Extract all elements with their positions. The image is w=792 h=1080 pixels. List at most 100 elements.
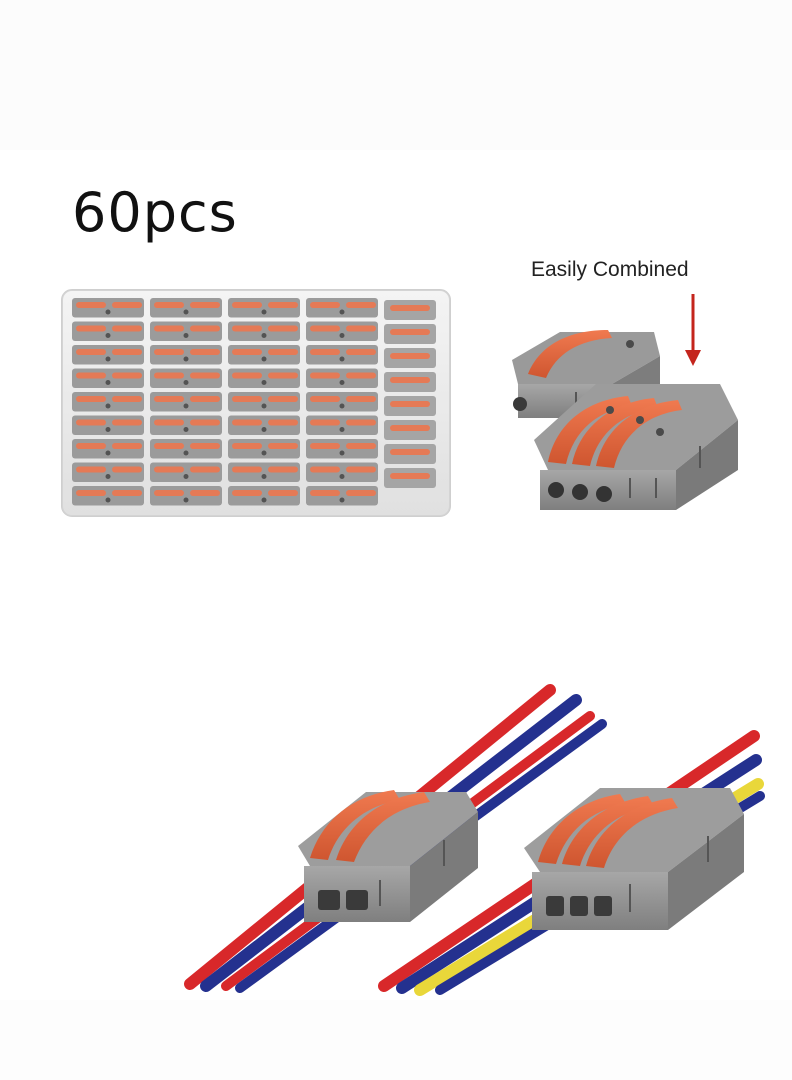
boxed-connector-lever bbox=[112, 325, 142, 332]
boxed-connector-lever bbox=[154, 466, 184, 473]
boxed-connector-lever bbox=[112, 349, 142, 355]
boxed-connector-lever bbox=[390, 329, 430, 335]
boxed-connector-lever bbox=[310, 396, 340, 402]
boxed-connector-lever bbox=[232, 443, 262, 449]
quantity-label: 60pcs bbox=[72, 181, 238, 244]
boxed-connector-hole bbox=[183, 356, 189, 362]
boxed-connector-lever bbox=[112, 443, 142, 449]
connector-grid bbox=[72, 298, 436, 506]
boxed-connector-lever bbox=[310, 419, 340, 426]
boxed-connector-lever bbox=[154, 490, 184, 496]
boxed-connector-lever bbox=[310, 490, 340, 496]
boxed-connector-lever bbox=[76, 372, 106, 379]
triple-connector bbox=[534, 384, 738, 510]
boxed-connector-lever bbox=[232, 396, 262, 402]
boxed-connector-lever bbox=[76, 490, 106, 496]
boxed-connector-hole bbox=[261, 403, 267, 409]
boxed-connector-lever bbox=[346, 349, 376, 355]
storage-box bbox=[61, 289, 451, 517]
boxed-connector-lever bbox=[346, 396, 376, 402]
boxed-connector-hole bbox=[339, 380, 345, 385]
boxed-connector-lever bbox=[112, 419, 142, 426]
boxed-connector-lever bbox=[390, 377, 430, 383]
boxed-connector-hole bbox=[339, 356, 345, 362]
boxed-connector-lever bbox=[112, 396, 142, 402]
boxed-connector-lever bbox=[112, 490, 142, 496]
boxed-connector-lever bbox=[310, 302, 340, 308]
boxed-connector-lever bbox=[310, 443, 340, 449]
boxed-connector-hole bbox=[339, 497, 345, 503]
boxed-connector-lever bbox=[232, 419, 262, 426]
boxed-connector-lever bbox=[346, 302, 376, 308]
boxed-connector-hole bbox=[261, 356, 267, 362]
boxed-connector-lever bbox=[268, 490, 298, 496]
boxed-connector-lever bbox=[346, 466, 376, 473]
wired-connectors-scene bbox=[184, 684, 765, 996]
boxed-connector-lever bbox=[346, 325, 376, 332]
boxed-connector-lever bbox=[268, 302, 298, 308]
boxed-connector-lever bbox=[268, 396, 298, 402]
boxed-connector-hole bbox=[183, 427, 189, 432]
easily-combined-label: Easily Combined bbox=[531, 258, 689, 281]
boxed-connector-hole bbox=[261, 450, 267, 456]
boxed-connector-hole bbox=[183, 333, 189, 338]
boxed-connector-hole bbox=[183, 380, 189, 385]
top-whitespace bbox=[0, 0, 792, 150]
boxed-connector-hole bbox=[339, 474, 345, 479]
boxed-connector-lever bbox=[76, 443, 106, 449]
boxed-connector-lever bbox=[76, 349, 106, 355]
boxed-connector-lever bbox=[190, 396, 220, 402]
bottom-whitespace bbox=[0, 1000, 792, 1080]
boxed-connector-lever bbox=[346, 372, 376, 379]
boxed-connector-hole bbox=[261, 380, 267, 385]
boxed-connector-hole bbox=[105, 333, 111, 338]
boxed-connector-hole bbox=[105, 309, 111, 315]
boxed-connector-lever bbox=[268, 349, 298, 355]
boxed-connector-lever bbox=[154, 419, 184, 426]
boxed-connector-lever bbox=[232, 302, 262, 308]
boxed-connector-lever bbox=[232, 372, 262, 379]
wired-connector-two-way bbox=[298, 790, 478, 922]
boxed-connector-lever bbox=[310, 349, 340, 355]
boxed-connector-lever bbox=[154, 372, 184, 379]
boxed-connector-hole bbox=[105, 497, 111, 503]
boxed-connector-hole bbox=[183, 474, 189, 479]
boxed-connector-lever bbox=[154, 396, 184, 402]
boxed-connector-lever bbox=[76, 325, 106, 332]
boxed-connector-lever bbox=[268, 372, 298, 379]
combined-connectors bbox=[512, 330, 738, 510]
boxed-connector-lever bbox=[154, 302, 184, 308]
boxed-connector-lever bbox=[112, 302, 142, 308]
boxed-connector-hole bbox=[261, 427, 267, 432]
boxed-connector-lever bbox=[390, 353, 430, 359]
boxed-connector-lever bbox=[268, 325, 298, 332]
boxed-connector-lever bbox=[346, 490, 376, 496]
boxed-connector-hole bbox=[183, 497, 189, 503]
boxed-connector-lever bbox=[390, 425, 430, 431]
boxed-connector-lever bbox=[346, 419, 376, 426]
boxed-connector-hole bbox=[339, 333, 345, 338]
boxed-connector-hole bbox=[339, 403, 345, 409]
boxed-connector-lever bbox=[390, 305, 430, 311]
down-arrow-icon bbox=[685, 294, 701, 366]
boxed-connector-lever bbox=[268, 419, 298, 426]
boxed-connector-lever bbox=[190, 325, 220, 332]
boxed-connector-hole bbox=[261, 309, 267, 315]
boxed-connector-lever bbox=[112, 466, 142, 473]
boxed-connector-hole bbox=[261, 333, 267, 338]
boxed-connector-lever bbox=[190, 466, 220, 473]
boxed-connector-lever bbox=[190, 443, 220, 449]
wired-connector-three-way bbox=[524, 788, 744, 930]
boxed-connector-hole bbox=[183, 450, 189, 456]
boxed-connector-lever bbox=[268, 466, 298, 473]
boxed-connector-lever bbox=[76, 419, 106, 426]
boxed-connector-hole bbox=[105, 427, 111, 432]
boxed-connector-lever bbox=[154, 325, 184, 332]
boxed-connector-lever bbox=[112, 372, 142, 379]
boxed-connector-lever bbox=[390, 401, 430, 407]
boxed-connector-lever bbox=[76, 466, 106, 473]
boxed-connector-lever bbox=[232, 466, 262, 473]
boxed-connector-hole bbox=[339, 309, 345, 315]
boxed-connector-lever bbox=[154, 443, 184, 449]
